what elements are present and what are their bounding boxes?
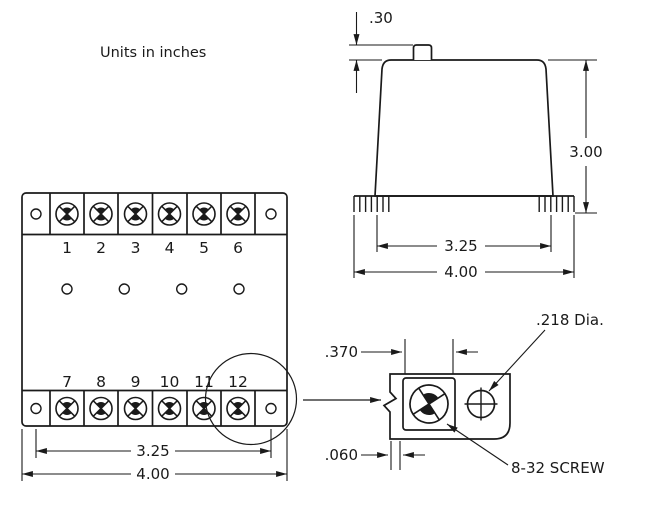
detail-dim-wall-thickness: .060 [325,441,425,470]
front-bottom-strip [22,389,287,426]
side-dim-overall-width-value: 4.00 [444,263,477,281]
terminal-number: 1 [62,239,72,257]
terminal-screw-icon [157,202,182,226]
terminal-number: 11 [194,373,214,391]
front-dim-overall-width-value: 4.00 [136,465,169,483]
detail-mounting-hole [464,387,498,421]
front-dim-hole-spacing: 3.25 [35,429,272,460]
terminal-number: 5 [199,239,209,257]
front-top-dividers [49,193,256,235]
detail-view: .370 .060 .218 Dia. 8-32 SCREW [303,311,605,477]
front-terminal-numbers-top: 1 2 3 4 5 6 [62,239,243,257]
mounting-hole-bottom-right [265,402,277,415]
front-view: 1 2 3 4 5 6 7 8 9 10 11 12 [21,192,298,483]
side-dim-foot-spacing-value: 3.25 [444,237,477,255]
mounting-hole-top-left [30,208,42,220]
side-view: .30 3.00 3.25 4.00 [349,9,603,281]
terminal-screw-icon [226,202,250,226]
terminal-screw-icon [226,396,250,421]
terminal-screw-icon [123,396,148,421]
terminal-screw-icon [123,202,148,226]
detail-dim-terminal-width-value: .370 [325,343,358,361]
detail-screw-icon [409,384,449,424]
front-middle-holes [61,283,245,295]
front-terminal-numbers-bottom: 7 8 9 10 11 12 [62,373,248,391]
side-dim-overall-height-value: 3.00 [569,143,602,161]
terminal-screw-icon [55,396,79,421]
mounting-hole-bottom-left [30,402,42,415]
terminal-screw-icon [157,396,182,421]
front-top-strip [22,193,287,236]
detail-screw-label: 8-32 SCREW [511,459,605,477]
side-dim-overall-height: 3.00 [548,59,603,214]
front-dim-overall-width: 4.00 [21,429,288,483]
terminal-number: 2 [96,239,106,257]
front-body-outline [21,192,288,427]
units-note: Units in inches [100,45,206,61]
terminal-screw-icon [192,202,216,226]
terminal-number: 3 [131,239,141,257]
detail-hole-dia-label: .218 Dia. [536,311,604,329]
side-body-outline [374,59,554,197]
terminal-screw-icon [192,396,216,421]
terminal-number: 7 [62,373,72,391]
detail-dim-wall-thickness-value: .060 [325,446,358,464]
terminal-number: 6 [233,239,243,257]
terminal-number: 9 [131,373,141,391]
side-top-button [412,44,433,60]
terminal-number: 8 [96,373,106,391]
terminal-screw-icon [89,396,113,421]
detail-callout-circle [204,352,298,446]
side-dim-button-height-value: .30 [369,9,393,27]
front-dim-hole-spacing-value: 3.25 [136,442,169,460]
mounting-hole-top-right [265,208,277,220]
terminal-number: 10 [160,373,180,391]
side-dim-overall-width: 4.00 [353,215,575,281]
detail-hole-dia-callout: .218 Dia. [488,311,604,392]
side-dim-button-height: .30 [349,9,413,93]
detail-dim-terminal-width: .370 [325,339,478,374]
side-right-terminal-comb [538,196,575,212]
terminal-number: 4 [165,239,175,257]
terminal-screw-icon [89,202,113,226]
side-left-terminal-comb [353,196,390,212]
terminal-screw-icon [55,202,79,226]
detail-screw-callout: 8-32 SCREW [446,423,605,477]
side-dim-foot-spacing: 3.25 [376,215,552,255]
front-bottom-dividers [49,390,256,426]
terminal-number: 12 [228,373,248,391]
